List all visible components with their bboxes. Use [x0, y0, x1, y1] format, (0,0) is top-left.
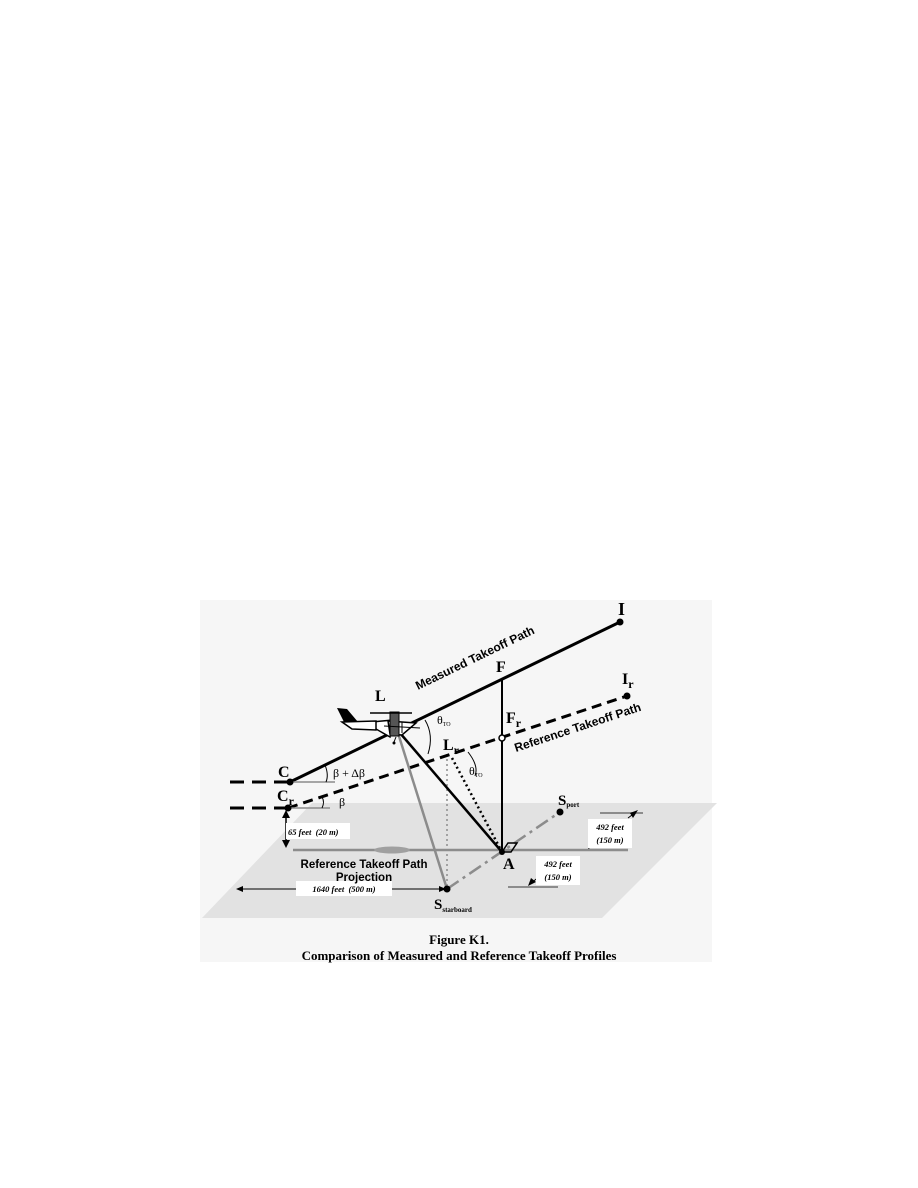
point-fr [498, 734, 506, 742]
angle-arc-c [324, 764, 328, 783]
lateral-upper-label-1: 492 feet [595, 822, 624, 832]
angle-beta-label: β [339, 795, 345, 809]
label-ir: Ir [622, 671, 634, 691]
label-cr: Cr [277, 788, 295, 808]
lateral-arrowhead-upper-a [630, 810, 638, 818]
figure-caption-title: Figure K1. [429, 932, 489, 947]
theta-measured-label: θTO [437, 713, 451, 728]
label-c: C [278, 764, 290, 781]
point-i [616, 618, 624, 626]
runway-marker [374, 846, 410, 854]
slant-l-sstarboard [396, 732, 449, 890]
point-sport [556, 808, 564, 816]
theta-measured-base: θ [437, 713, 443, 727]
projection-label-line1: Reference Takeoff Path [301, 859, 428, 871]
label-a: A [503, 856, 515, 873]
label-ir-sub: r [628, 677, 634, 691]
theta-measured-sub: TO [443, 722, 452, 728]
label-fr: Fr [506, 710, 522, 730]
point-cr [284, 804, 292, 812]
lateral-lower-label-box [536, 856, 580, 885]
figure-caption-subtitle: Comparison of Measured and Reference Tak… [302, 948, 617, 963]
label-sstarboard-sub: starboard [442, 906, 472, 914]
label-lr: Lr [443, 737, 460, 757]
theta-arc-measured [424, 719, 431, 755]
label-ir-base: I [622, 671, 628, 688]
theta-reference-base: θ [469, 764, 475, 778]
aircraft-icon [337, 708, 421, 745]
reference-takeoff-path [287, 694, 628, 810]
point-c [286, 778, 294, 786]
label-cr-sub: r [289, 794, 295, 808]
point-sstarboard [443, 885, 451, 893]
label-fr-sub: r [516, 716, 522, 730]
height-label: 65 feet (20 m) [288, 827, 339, 837]
label-l: L [375, 688, 386, 705]
label-sport-base: S [558, 793, 566, 809]
theta-arc-reference [467, 751, 477, 777]
theta-reference-sub: TO [475, 773, 484, 779]
point-a [499, 849, 505, 855]
label-fr-base: F [506, 710, 516, 727]
measured-takeoff-path [289, 620, 621, 784]
height-arrowhead-top [282, 810, 290, 818]
label-f: F [496, 659, 506, 676]
angle-arc-cr [321, 796, 324, 809]
label-lr-base: L [443, 737, 454, 754]
label-sstarboard-base: S [434, 897, 442, 913]
lateral-arrowhead-lower [528, 878, 536, 886]
distance-label-box [296, 881, 392, 896]
sideline [446, 810, 561, 891]
lateral-lower-label-2: (150 m) [544, 872, 571, 882]
height-arrowhead-bottom [282, 840, 290, 848]
label-cr-base: C [277, 788, 289, 805]
distance-label: 1640 feet (500 m) [312, 884, 375, 894]
point-ir [623, 692, 631, 700]
angle-beta-delta-label: β + Δβ [333, 766, 365, 780]
label-sport: Sport [558, 793, 580, 809]
slant-l-a [399, 732, 503, 853]
lateral-lower-label-1: 492 feet [543, 859, 572, 869]
right-angle-marker [500, 842, 519, 853]
theta-reference-label: θTO [469, 764, 483, 779]
label-sstarboard: Sstarboard [434, 897, 472, 914]
label-lr-sub: r [454, 743, 460, 757]
distance-arrowhead-right [439, 886, 446, 892]
projection-label-line2: Projection [336, 872, 392, 884]
label-i: I [618, 599, 625, 619]
lateral-upper-label-box [588, 819, 632, 848]
lateral-upper-label-2: (150 m) [596, 835, 623, 845]
label-sport-sub: port [566, 801, 580, 809]
distance-arrowhead-left [236, 886, 243, 892]
height-label-box [286, 823, 350, 839]
